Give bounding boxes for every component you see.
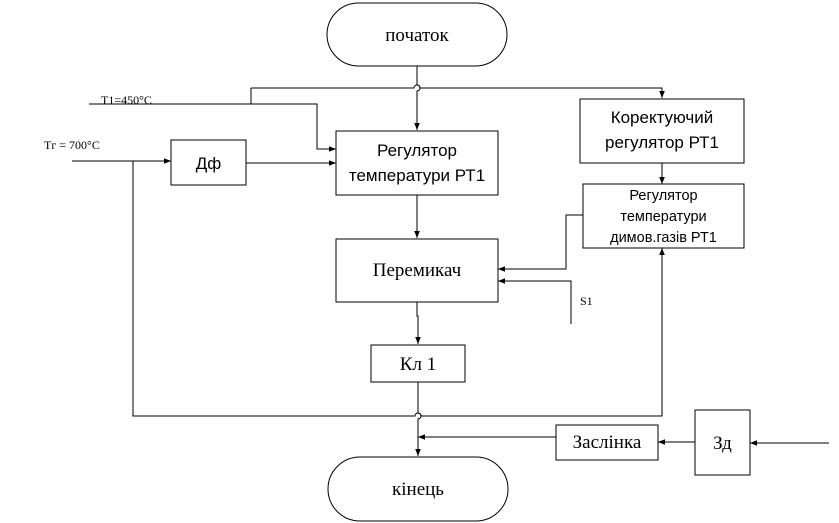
start-label: початок — [385, 25, 449, 46]
df-label: Дф — [196, 154, 222, 173]
df-block: Дф — [170, 139, 247, 186]
kl1-block: Кл 1 — [370, 344, 466, 383]
arrow-to-corrective — [251, 84, 665, 98]
arrow-start-to-regulator — [414, 66, 421, 130]
flue-label-line1: Регулятор — [629, 188, 697, 204]
end-terminator: кінець — [327, 456, 509, 522]
kl1-label: Кл 1 — [400, 354, 436, 375]
corrective-regulator-block: Коректуючий регулятор РТ1 — [579, 98, 745, 164]
tg-signal-label: Тг = 700°С — [44, 138, 100, 152]
arrow-kl1-to-end — [415, 382, 422, 456]
zd-block: Зд — [694, 409, 751, 476]
damper-block: Заслінка — [555, 424, 659, 461]
s1-signal-label: S1 — [580, 294, 593, 308]
flue-label-line3: димов.газів РТ1 — [610, 230, 717, 246]
start-terminator: початок — [326, 2, 508, 67]
flue-label-line2: температури — [620, 209, 706, 225]
regulator-label-line1: Регулятор — [377, 141, 457, 160]
flue-gas-regulator-block: Регулятор температури димов.газів РТ1 — [582, 183, 745, 249]
arrow-flue-to-switch — [498, 214, 583, 272]
regulator-block: Регулятор температури РТ1 — [335, 130, 499, 196]
regulator-label-line2: температури РТ1 — [349, 166, 485, 185]
arrow-s1-to-switch — [498, 278, 572, 324]
switch-block: Перемикач — [335, 238, 499, 303]
arrow-switch-to-kl1 — [415, 302, 421, 344]
arrow-t1-to-regulator — [89, 103, 336, 152]
t1-signal-label: Т1=450°С — [101, 93, 152, 107]
damper-label: Заслінка — [573, 432, 642, 453]
connector-lines — [72, 66, 829, 456]
zd-label: Зд — [713, 433, 732, 454]
switch-label: Перемикач — [373, 260, 462, 281]
end-label: кінець — [392, 479, 444, 500]
corrective-label-line1: Коректуючий — [611, 108, 714, 127]
corrective-label-line2: регулятор РТ1 — [605, 133, 719, 152]
